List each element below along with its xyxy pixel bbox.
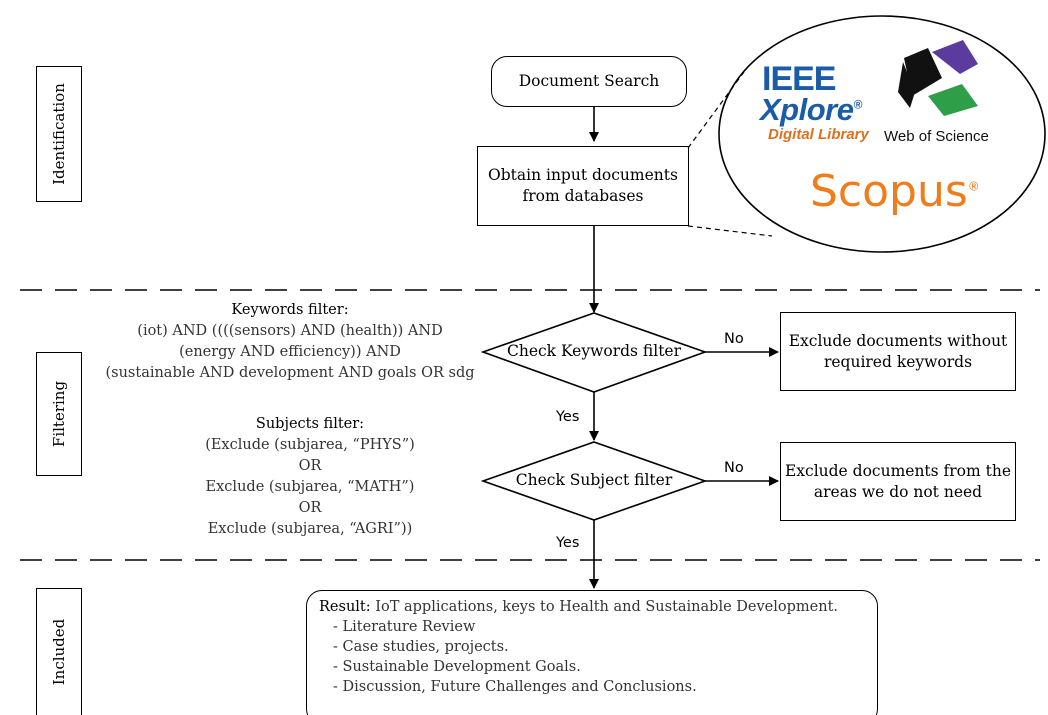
keywords-filter-text: Keywords filter: (iot) AND ((((sensors) … (100, 300, 480, 384)
yes-label-keywords: Yes (556, 409, 580, 425)
check-keywords-label: Check Keywords filter (506, 342, 682, 360)
web-of-science-logo-icon (898, 40, 978, 116)
keywords-filter-title: Keywords filter: (231, 302, 349, 318)
result-text: IoT applications, keys to Health and Sus… (375, 599, 839, 615)
ieee-xplore-logo-text: Xplore® (760, 92, 862, 128)
check-subject-label: Check Subject filter (515, 471, 673, 489)
result-item: - Discussion, Future Challenges and Conc… (333, 679, 697, 695)
subjects-filter-title: Subjects filter: (255, 416, 365, 432)
exclude-keywords-node: Exclude documents without required keywo… (780, 312, 1016, 391)
exclude-areas-line1: Exclude documents from the (784, 461, 1012, 480)
subjects-filter-line: Exclude (subjarea, “AGRI”)) (207, 521, 413, 538)
keywords-filter-line: (iot) AND ((((sensors) AND (health)) AND (137, 323, 443, 340)
yes-label-subject: Yes (556, 535, 580, 551)
scopus-word: Scopus (810, 166, 968, 217)
databases-ellipse (718, 15, 1046, 253)
check-keywords-diamond (480, 312, 708, 393)
obtain-documents-line1: Obtain input documents (488, 166, 678, 185)
exclude-keywords-line2: required keywords (823, 352, 973, 371)
ieee-xplore-word: Xplore (760, 92, 854, 127)
check-subject-diamond (480, 441, 708, 521)
ieee-registered-mark: ® (853, 97, 862, 112)
exclude-areas-node: Exclude documents from the areas we do n… (780, 442, 1016, 521)
scopus-registered-mark: ® (967, 179, 980, 194)
database-connector-top (687, 71, 745, 149)
keywords-filter-line: (sustainable AND development AND goals O… (105, 365, 475, 382)
subjects-filter-line: OR (298, 458, 322, 475)
result-item: - Case studies, projects. (333, 639, 509, 655)
document-search-node: Document Search (491, 56, 687, 107)
obtain-documents-node: Obtain input documents from databases (477, 146, 689, 226)
ieee-digital-library-text: Digital Library (768, 126, 869, 143)
ieee-logo-text: IEEE (762, 60, 836, 98)
subjects-filter-text: Subjects filter: (Exclude (subjarea, “PH… (120, 414, 500, 540)
result-label: Result: (319, 599, 371, 615)
no-label-keywords: No (724, 331, 744, 347)
stage-identification: Identification (36, 66, 82, 202)
result-item: - Sustainable Development Goals. (333, 659, 581, 675)
subjects-filter-line: (Exclude (subjarea, “PHYS”) (205, 437, 415, 454)
result-headline: Result: IoT applications, keys to Health… (319, 597, 867, 617)
stage-filtering-label: Filtering (50, 380, 68, 448)
database-connector-bottom (687, 225, 773, 237)
web-of-science-label: Web of Science (884, 128, 989, 145)
stage-included-label: Included (50, 618, 68, 686)
keywords-filter-line: (energy AND efficiency)) AND (179, 344, 401, 361)
stage-identification-label: Identification (50, 83, 68, 185)
stage-included: Included (36, 588, 82, 715)
document-search-label: Document Search (518, 72, 660, 91)
exclude-keywords-line1: Exclude documents without (788, 331, 1008, 350)
no-label-subject: No (724, 460, 744, 476)
subjects-filter-line: Exclude (subjarea, “MATH”) (205, 479, 415, 496)
subjects-filter-line: OR (298, 500, 322, 517)
stage-filtering: Filtering (36, 352, 82, 476)
exclude-areas-line2: areas we do not need (813, 482, 983, 501)
obtain-documents-line2: from databases (522, 187, 644, 205)
result-node: Result: IoT applications, keys to Health… (306, 590, 878, 715)
scopus-logo-text: Scopus® (810, 166, 980, 217)
result-item: - Literature Review (333, 619, 476, 635)
